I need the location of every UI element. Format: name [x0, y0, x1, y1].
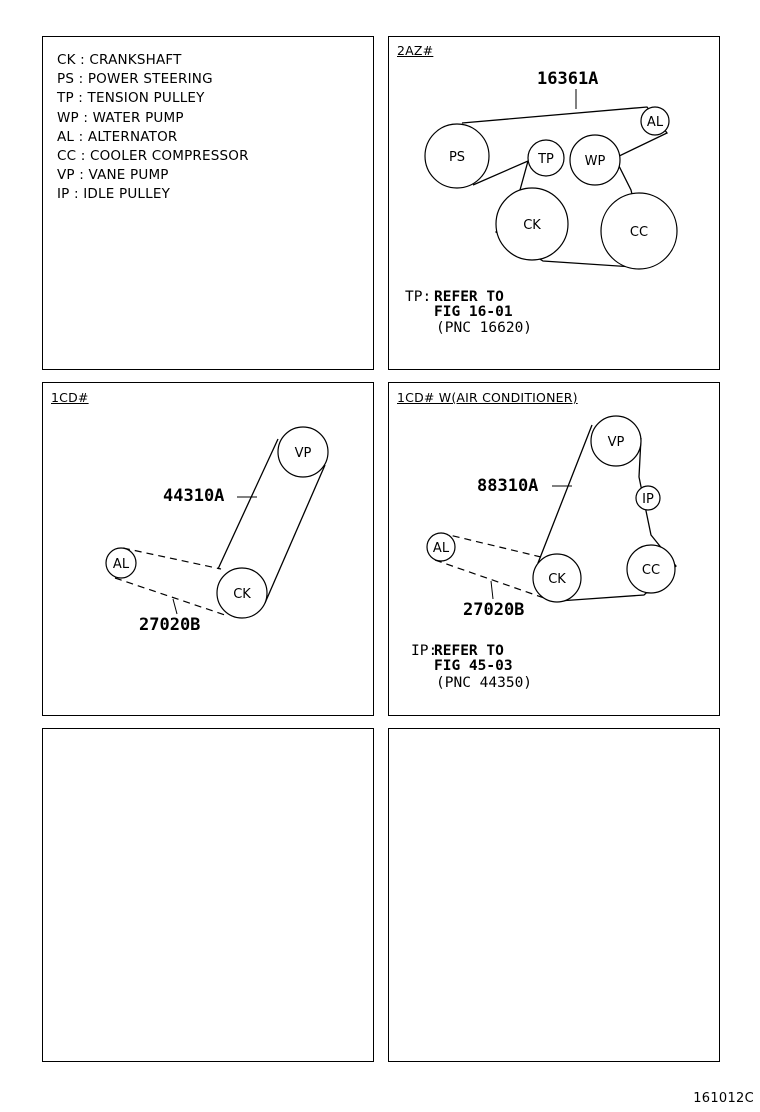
belt-27020b-top [122, 547, 222, 570]
legend-panel: CK : CRANKSHAFT PS : POWER STEERING TP :… [42, 36, 374, 370]
panel-1cd-ac: 1CD# W(AIR CONDITIONER) VP IP AL CK CC 8… [388, 382, 720, 716]
leader-27020b [490, 580, 494, 600]
pulley-cc-label: CC [642, 563, 660, 578]
legend-item-tp: TP : TENSION PULLEY [57, 90, 205, 107]
pulley-al-label: AL [433, 541, 450, 556]
pulley-tp[interactable] [527, 139, 565, 177]
legend-item-ck: CK : CRANKSHAFT [57, 52, 182, 68]
belt-27020b-bottom [434, 559, 548, 600]
pulley-ps[interactable] [424, 123, 490, 189]
panel-empty-left [42, 728, 374, 1062]
belt-27020b-bottom [114, 577, 226, 616]
note-pnc: (PNC 16620) [436, 320, 532, 336]
legend-item-ps: PS : POWER STEERING [57, 71, 213, 88]
part-number-27020b: 27020B [463, 600, 524, 620]
pulley-wp[interactable] [569, 134, 621, 186]
part-number-44310a: 44310A [163, 486, 224, 506]
figure-code: 161012C [693, 1091, 754, 1106]
legend-item-al: AL : ALTERNATOR [57, 128, 178, 145]
note-prefix-tp: TP: [405, 289, 431, 305]
part-number-88310a: 88310A [477, 476, 538, 496]
panel-empty-right [388, 728, 720, 1062]
pulley-ps-label: PS [449, 150, 465, 165]
pulley-tp-label: TP [537, 152, 554, 167]
panel-2az-tag: 2AZ# [397, 43, 434, 58]
pulley-al[interactable] [426, 532, 456, 562]
belt-27020b-top [440, 532, 542, 558]
belt-diagram-2az: PS TP WP AL CK CC 16361A TP: REFER TO FI… [405, 69, 678, 336]
pulley-al[interactable] [105, 547, 137, 579]
legend-item-ip: IP : IDLE PULLEY [57, 186, 171, 203]
pulley-wp-label: WP [585, 154, 606, 169]
note-fig-ref: FIG 16-01 [434, 304, 513, 320]
leader-27020b [172, 598, 178, 615]
panel-1cd-ac-tag: 1CD# W(AIR CONDITIONER) [397, 390, 578, 405]
legend-item-cc: CC : COOLER COMPRESSOR [57, 148, 249, 165]
pulley-vp[interactable] [277, 426, 329, 478]
pulley-ip[interactable] [635, 485, 661, 511]
pulley-ck[interactable] [216, 567, 268, 619]
pulley-ck[interactable] [532, 553, 582, 603]
belt-diagram-1cd: VP AL CK 44310A 27020B [105, 426, 329, 635]
pulley-al-label: AL [647, 115, 664, 130]
pulley-ck[interactable] [495, 187, 569, 261]
pulley-cc-label: CC [630, 225, 648, 240]
part-number-16361a: 16361A [537, 69, 598, 89]
abbreviation-legend: CK : CRANKSHAFT PS : POWER STEERING TP :… [57, 51, 249, 205]
pulley-ip-label: IP [642, 492, 654, 507]
pulley-al[interactable] [640, 106, 670, 136]
legend-item-wp: WP : WATER PUMP [57, 109, 184, 126]
pulley-cc[interactable] [626, 544, 676, 594]
pulley-vp-label: VP [608, 435, 625, 450]
pulley-vp-label: VP [295, 446, 312, 461]
pulley-cc[interactable] [600, 192, 678, 270]
note-refer-to: REFER TO [434, 289, 504, 305]
note-refer-to: REFER TO [434, 643, 504, 659]
note-pnc: (PNC 44350) [436, 675, 532, 691]
belt-44310a-right [264, 464, 326, 604]
pulley-ck-label: CK [523, 218, 541, 233]
panel-1cd-tag: 1CD# [51, 390, 89, 405]
panel-1cd: 1CD# VP AL CK 44310A 27020B [42, 382, 374, 716]
note-fig-ref: FIG 45-03 [434, 658, 513, 674]
panel-2az: 2AZ# PS TP WP AL CK CC 16361A TP: REFER … [388, 36, 720, 370]
pulley-al-label: AL [113, 557, 130, 572]
belt-diagram-1cd-ac: VP IP AL CK CC 88310A 27020B IP: REFER T… [411, 415, 677, 691]
pulley-vp[interactable] [590, 415, 642, 467]
note-prefix-ip: IP: [411, 643, 437, 659]
legend-item-vp: VP : VANE PUMP [57, 167, 169, 184]
pulley-ck-label: CK [233, 587, 251, 602]
belt-44310a-left [217, 438, 279, 570]
part-number-27020b: 27020B [139, 615, 200, 635]
pulley-ck-label: CK [548, 572, 566, 587]
